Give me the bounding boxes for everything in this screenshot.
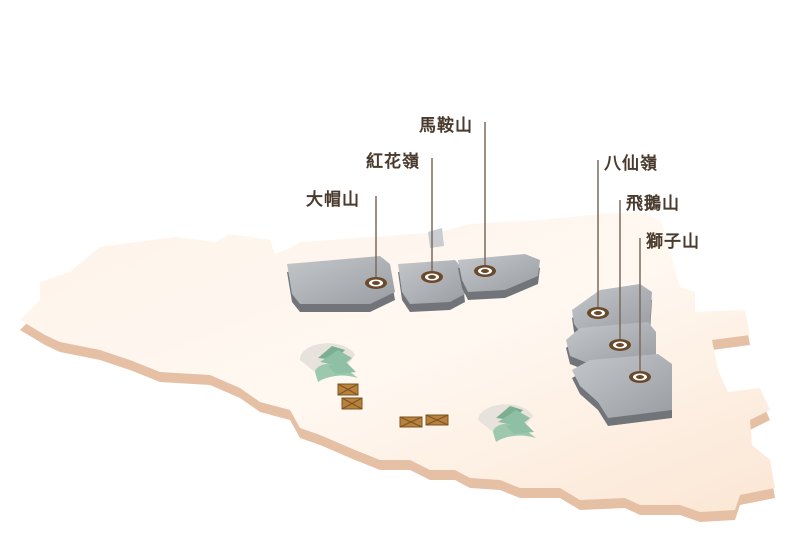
hall-tai-mo-shan[interactable] — [287, 256, 395, 312]
floor-slab-top — [20, 212, 775, 512]
service-box-group-right — [399, 414, 449, 428]
pin-lion-rock[interactable] — [629, 371, 651, 383]
hall-label-ma-on-shan[interactable]: 馬鞍山 — [419, 116, 473, 136]
hall-label-fei-ngo-shan[interactable]: 飛鵝山 — [626, 194, 680, 214]
pin-fei-ngo-shan[interactable] — [609, 339, 631, 351]
hall-annex — [428, 228, 444, 248]
escalator-right — [478, 404, 536, 442]
hall-label-hung-fa-ling[interactable]: 紅花嶺 — [366, 152, 420, 172]
pin-tai-mo-shan[interactable] — [365, 277, 387, 289]
service-box-group-left — [337, 383, 363, 410]
escalator-left — [299, 343, 358, 382]
leader-lines — [375, 122, 641, 376]
hall-label-pat-sin-leng[interactable]: 八仙嶺 — [604, 154, 658, 174]
pin-pat-sin-leng[interactable] — [587, 307, 609, 319]
pin-hung-fa-ling[interactable] — [421, 271, 443, 283]
pin-ma-on-shan[interactable] — [474, 265, 496, 277]
hall-label-lion-rock[interactable]: 獅子山 — [646, 232, 700, 252]
hall-label-tai-mo-shan[interactable]: 大帽山 — [306, 190, 360, 210]
